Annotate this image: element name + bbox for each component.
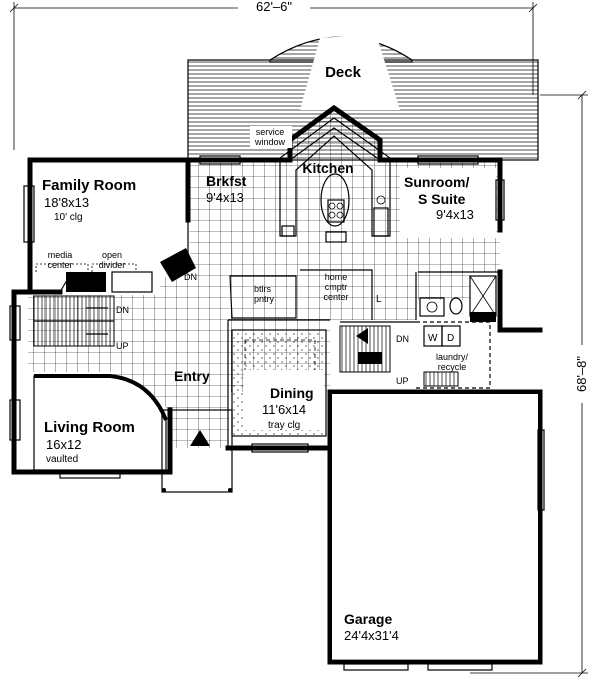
living-room-note: vaulted: [46, 454, 78, 465]
btlrs-pntry-label-2: pntry: [254, 294, 275, 304]
laundry-label-1: laundry/: [436, 352, 469, 362]
annotations: service window media center open divider…: [35, 126, 469, 386]
kitchen-label: Kitchen: [302, 160, 353, 176]
laundry-label-2: recycle: [438, 362, 467, 372]
kitchen-cabinets: [279, 117, 391, 243]
front-stairs: [33, 295, 115, 347]
room-labels: Kitchen Family Room 18'8x13 10' clg Brkf…: [42, 160, 474, 643]
sunroom-label: Sunroom/: [404, 174, 469, 190]
media-center-label-1: media: [48, 250, 73, 260]
entry-label: Entry: [174, 368, 210, 384]
width-dimension: 62'–6": [9, 0, 538, 150]
dining-note: tray clg: [268, 420, 300, 431]
stair-dn-label-1: DN: [184, 272, 197, 282]
btlrs-pntry-label-1: btlrs: [254, 284, 272, 294]
width-dimension-label: 62'–6": [256, 0, 292, 14]
depth-dimension-label: 68'–8": [574, 356, 589, 392]
family-room-note: 10' clg: [54, 212, 83, 223]
sunroom-label-2: S Suite: [418, 191, 466, 207]
home-cmptr-label-3: center: [323, 292, 348, 302]
stair-dn-label-3: DN: [396, 334, 409, 344]
garage-label: Garage: [344, 611, 392, 627]
stair-up-label-1: UP: [116, 341, 129, 351]
garage: [332, 394, 545, 671]
laundry-stairs: [339, 325, 391, 373]
open-divider-label-2: divider: [99, 260, 126, 270]
service-window-label-2: window: [254, 137, 286, 147]
laundry-fixtures: [423, 325, 461, 387]
interior-walls: [59, 160, 500, 448]
sunroom-dim: 9'4x13: [436, 207, 474, 222]
family-room-dim: 18'8x13: [44, 195, 89, 210]
l-label: L: [376, 294, 382, 305]
depth-dimension: 68'–8": [470, 90, 590, 678]
dining-label: Dining: [270, 385, 314, 401]
brkfst-label: Brkfst: [206, 173, 247, 189]
open-divider-label-1: open: [102, 250, 122, 260]
stair-dn-label-2: DN: [116, 305, 129, 315]
home-cmptr-label-1: home: [325, 272, 348, 282]
living-room-label: Living Room: [44, 419, 135, 436]
deck-label: Deck: [325, 64, 362, 81]
home-cmptr-label-2: cmptr: [325, 282, 348, 292]
dining-dim: 11'6x14: [262, 402, 306, 417]
family-room-label: Family Room: [42, 177, 136, 194]
bath-fixtures: [419, 275, 497, 322]
service-window-label-1: service: [256, 127, 285, 137]
media-center: [66, 248, 196, 293]
stair-up-label-2: UP: [396, 376, 409, 386]
front-porch: [161, 409, 233, 493]
washer-label: W: [428, 333, 438, 344]
brkfst-dim: 9'4x13: [206, 190, 244, 205]
media-center-label-2: center: [47, 260, 72, 270]
grid-floor: [28, 108, 500, 448]
dryer-label: D: [447, 333, 454, 344]
living-room-dim: 16x12: [46, 437, 81, 452]
garage-dim: 24'4x31'4: [344, 628, 399, 643]
